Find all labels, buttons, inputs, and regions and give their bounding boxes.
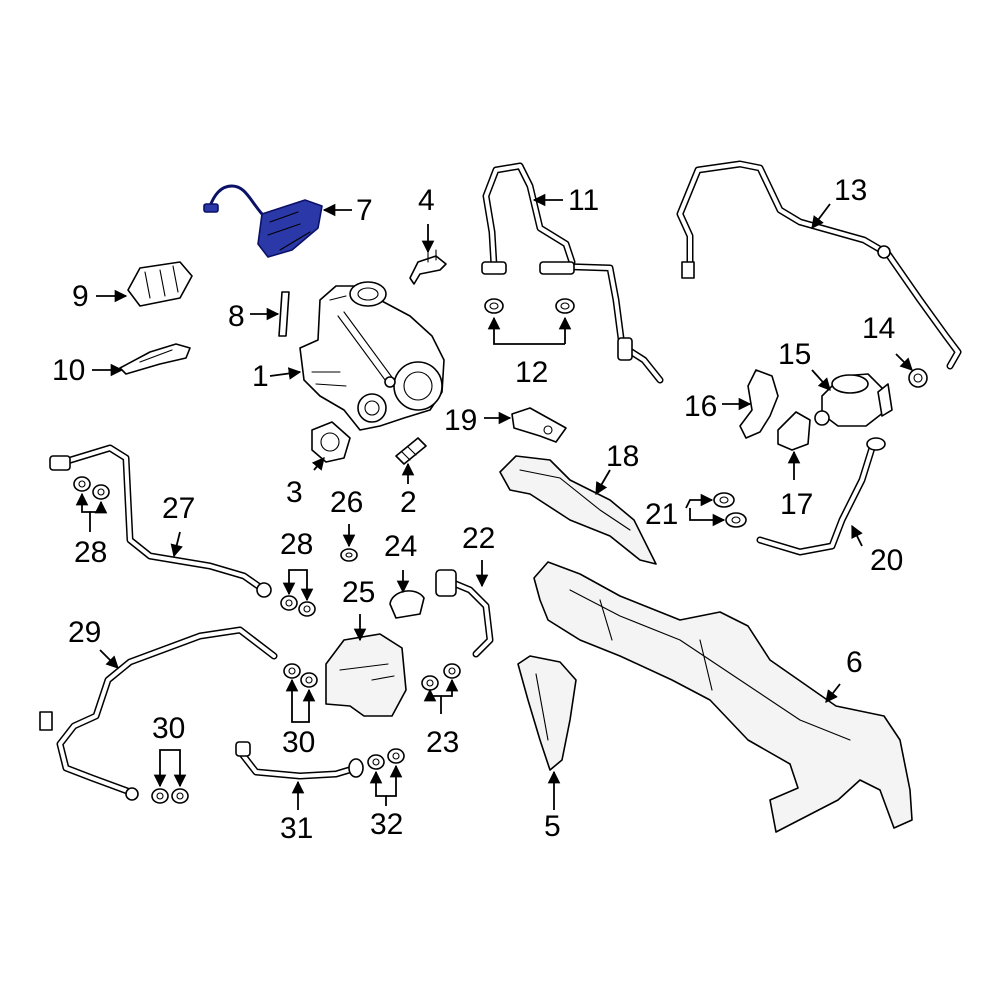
part-11-oil-tube[interactable] bbox=[481, 162, 664, 384]
part-29-oil-line[interactable] bbox=[39, 626, 278, 801]
part-18-heat-shield[interactable] bbox=[499, 455, 657, 565]
part-27-oil-line[interactable] bbox=[49, 444, 272, 598]
callout-26: 26 bbox=[330, 486, 363, 519]
callout-8: 8 bbox=[228, 300, 245, 333]
part-16-bracket[interactable] bbox=[739, 369, 779, 439]
callout-11: 11 bbox=[568, 184, 599, 217]
part-13-hose-line[interactable] bbox=[676, 160, 962, 370]
callout-22: 22 bbox=[462, 522, 495, 555]
part-12-washers[interactable] bbox=[484, 298, 575, 314]
part-24-clamp[interactable] bbox=[389, 590, 425, 619]
callout-4: 4 bbox=[418, 184, 435, 217]
part-31-oil-line[interactable] bbox=[235, 741, 364, 780]
part-19-gasket[interactable] bbox=[511, 407, 567, 443]
callout-5: 5 bbox=[544, 810, 561, 843]
part-26-washer[interactable] bbox=[340, 548, 358, 562]
callout-12: 12 bbox=[515, 356, 548, 389]
part-14-clamp[interactable] bbox=[908, 368, 928, 388]
callout-17: 17 bbox=[780, 488, 813, 521]
part-8-stud[interactable] bbox=[278, 291, 290, 337]
part-23-washers[interactable] bbox=[421, 663, 461, 691]
part-6-heat-shield[interactable] bbox=[533, 561, 913, 833]
callout-7: 7 bbox=[356, 194, 373, 227]
callout-25: 25 bbox=[342, 576, 375, 609]
callout-14: 14 bbox=[862, 312, 895, 345]
part-28-washers-left[interactable] bbox=[73, 476, 110, 500]
callout-24: 24 bbox=[384, 530, 417, 563]
callout-1: 1 bbox=[252, 360, 269, 393]
callout-20: 20 bbox=[870, 544, 903, 577]
callout-21: 21 bbox=[645, 498, 678, 531]
part-4-bracket[interactable] bbox=[409, 249, 447, 285]
part-30-washers-mid[interactable] bbox=[283, 663, 318, 688]
callout-28-right: 28 bbox=[280, 528, 313, 561]
part-15-vacuum-valve[interactable] bbox=[814, 373, 893, 427]
part-2-stud[interactable] bbox=[395, 437, 427, 465]
callout-27: 27 bbox=[162, 492, 195, 525]
callout-13: 13 bbox=[834, 174, 867, 207]
callout-9: 9 bbox=[72, 280, 89, 313]
part-3-gasket[interactable] bbox=[311, 421, 351, 463]
callout-29: 29 bbox=[68, 616, 101, 649]
callout-6: 6 bbox=[846, 646, 863, 679]
callout-32: 32 bbox=[370, 808, 403, 841]
part-5-bracket[interactable] bbox=[517, 655, 577, 771]
callout-28-left: 28 bbox=[74, 536, 107, 569]
callout-18: 18 bbox=[606, 440, 639, 473]
callout-30-mid: 30 bbox=[282, 726, 315, 759]
leader-lines bbox=[75, 193, 913, 810]
callout-30-low: 30 bbox=[152, 712, 185, 745]
callout-31: 31 bbox=[280, 812, 313, 845]
part-9-heat-shield-clip[interactable] bbox=[127, 261, 193, 307]
part-22-tube[interactable] bbox=[435, 569, 494, 658]
callout-3: 3 bbox=[286, 476, 303, 509]
part-17-bracket[interactable] bbox=[777, 411, 811, 451]
callout-16: 16 bbox=[684, 390, 717, 423]
callout-2: 2 bbox=[400, 486, 417, 519]
part-25-heat-shield[interactable] bbox=[325, 633, 407, 717]
callout-19: 19 bbox=[444, 404, 477, 437]
part-10-bracket[interactable] bbox=[119, 343, 191, 375]
callout-labels: 7 9 8 10 1 4 3 2 11 12 13 14 15 16 17 18… bbox=[52, 174, 903, 845]
part-7-highlighted-sensor[interactable] bbox=[203, 184, 323, 258]
callout-10: 10 bbox=[52, 354, 85, 387]
part-28-washers-right[interactable] bbox=[280, 595, 316, 617]
part-30-washers-low[interactable] bbox=[151, 788, 189, 804]
part-21-washers[interactable] bbox=[713, 492, 747, 528]
part-1-turbocharger[interactable] bbox=[299, 281, 445, 431]
callout-23: 23 bbox=[426, 726, 459, 759]
part-32-washers[interactable] bbox=[367, 748, 405, 770]
part-20-coolant-hose[interactable] bbox=[756, 437, 886, 556]
callout-15: 15 bbox=[778, 338, 811, 371]
